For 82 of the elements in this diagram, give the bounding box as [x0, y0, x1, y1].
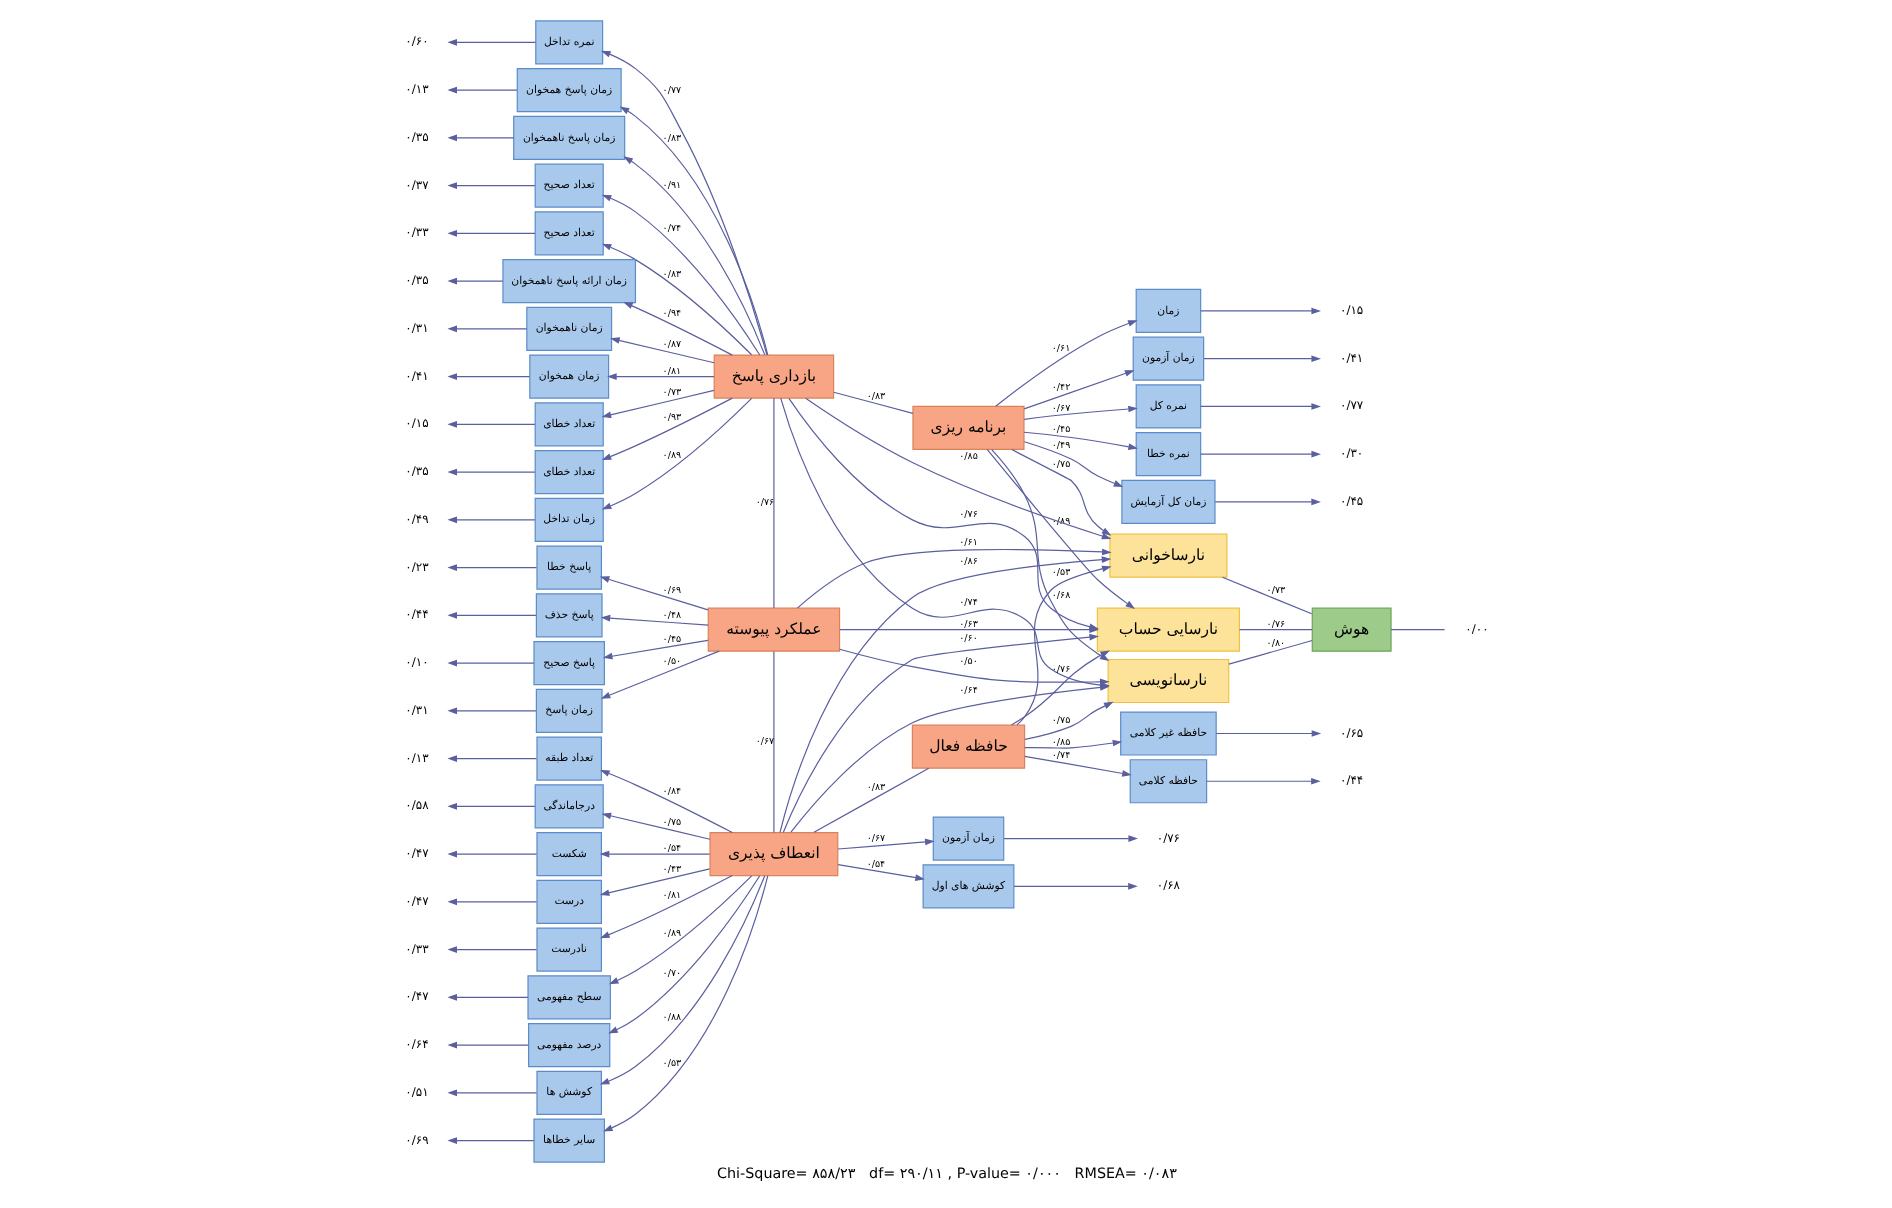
arrow	[1205, 777, 1320, 785]
arrow	[1022, 370, 1134, 410]
arrow	[598, 576, 708, 611]
arrow	[609, 337, 714, 364]
arrow	[1022, 431, 1137, 451]
arrow	[446, 39, 536, 46]
connector	[772, 650, 774, 834]
arrow	[446, 612, 536, 619]
arrow	[446, 850, 537, 858]
arrow	[446, 993, 528, 1001]
connector	[832, 391, 913, 414]
arrow	[1199, 307, 1320, 315]
arrow	[994, 320, 1137, 407]
arrow	[836, 864, 924, 881]
arrow	[446, 277, 503, 285]
arrow	[618, 106, 768, 356]
connector	[1220, 576, 1312, 615]
connector	[1389, 629, 1445, 631]
arrow	[446, 373, 530, 380]
arrow	[446, 134, 514, 142]
arrow	[599, 614, 708, 626]
arrow	[1012, 882, 1137, 890]
arrow	[1023, 755, 1131, 777]
connector	[1237, 629, 1312, 631]
arrow	[607, 875, 752, 985]
arrow	[836, 838, 934, 850]
arrow	[1213, 498, 1320, 506]
arrow	[1022, 441, 1123, 487]
arrow	[789, 684, 1109, 833]
arrow	[598, 875, 765, 1085]
arrow	[446, 755, 537, 762]
arrow	[606, 373, 714, 380]
arrow	[1010, 448, 1111, 536]
arrow	[601, 639, 708, 660]
arrow	[446, 1089, 537, 1097]
arrow	[446, 1041, 529, 1049]
connector	[772, 397, 774, 609]
arrow	[1023, 701, 1113, 740]
arrow	[1199, 403, 1320, 410]
arrow	[1214, 730, 1321, 737]
arrow	[600, 812, 710, 840]
arrow	[446, 230, 535, 237]
arrow	[446, 325, 527, 333]
arrow	[600, 397, 752, 510]
connector	[1227, 639, 1312, 665]
arrow	[795, 548, 1111, 609]
arrow	[600, 194, 760, 356]
arrow	[446, 564, 537, 571]
connector	[812, 767, 929, 833]
arrow	[1199, 450, 1320, 458]
arrow	[622, 302, 732, 356]
arrow	[446, 898, 537, 906]
arrow	[446, 516, 535, 524]
arrow	[600, 389, 714, 419]
arrow	[446, 468, 535, 476]
arrow	[599, 650, 719, 699]
arrow	[599, 875, 732, 939]
arrow	[446, 946, 537, 953]
arrow	[598, 868, 710, 896]
arrow	[599, 769, 732, 834]
arrow	[600, 397, 732, 461]
arrow	[838, 626, 1098, 633]
arrow	[1202, 355, 1320, 363]
arrow	[598, 850, 710, 858]
arrow	[1023, 739, 1122, 749]
arrow	[446, 659, 534, 667]
arrow	[1002, 835, 1137, 842]
arrow	[602, 875, 768, 1132]
arrow	[781, 633, 1098, 834]
arrow	[600, 50, 767, 356]
arrow	[1022, 405, 1137, 420]
arrow	[446, 707, 536, 715]
arrow	[446, 421, 535, 428]
arrow	[446, 1137, 534, 1144]
arrow	[446, 86, 517, 94]
arrow	[446, 182, 535, 189]
arrow	[804, 397, 1111, 540]
arrow	[622, 156, 765, 356]
arrow	[600, 243, 752, 356]
arrow	[607, 875, 760, 1034]
arrow	[985, 448, 1135, 610]
arrow	[446, 803, 535, 810]
